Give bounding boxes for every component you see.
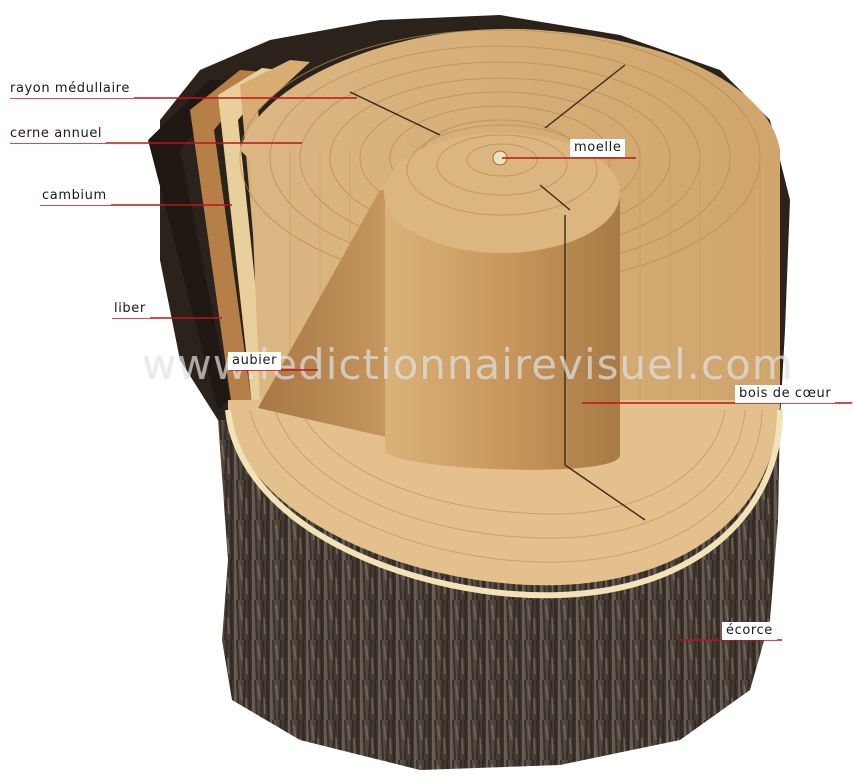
label-cerne-annuel: cerne annuel	[6, 125, 106, 143]
label-rayon-medullaire: rayon médullaire	[6, 80, 134, 98]
label-liber: liber	[110, 300, 150, 318]
label-bois-de-coeur: bois de cœur	[735, 385, 835, 403]
label-moelle: moelle	[570, 139, 625, 157]
label-aubier: aubier	[228, 352, 281, 370]
label-ecorce: écorce	[722, 622, 777, 640]
label-cambium: cambium	[38, 187, 111, 205]
